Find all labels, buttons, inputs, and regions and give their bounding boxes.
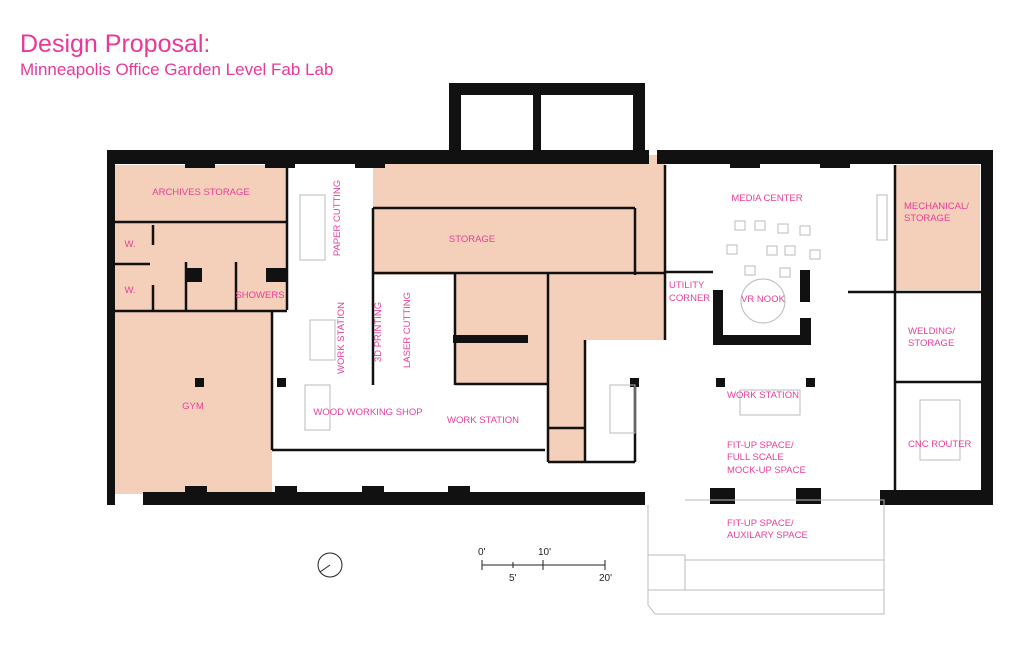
scale-label-0: 0' [478,547,486,558]
label-aux-2: AUXILARY SPACE [727,530,808,541]
label-welding-2: STORAGE [908,338,954,349]
annex-outline [299,194,961,615]
label-gym: GYM [182,401,204,412]
label-paper-cutting: PAPER CUTTING [332,180,343,256]
label-utility-corner-2: CORNER [669,293,710,304]
label-work-station-left: WORK STATION [336,302,347,374]
page-subtitle: Minneapolis Office Garden Level Fab Lab [20,60,334,79]
label-mechanical-1: MECHANICAL/ [904,201,969,212]
label-aux-1: FIT-UP SPACE/ [727,518,794,529]
label-fitup-3: MOCK-UP SPACE [727,465,806,476]
label-laser-cutting: LASER CUTTING [402,292,413,368]
label-w-1: W. [124,239,135,250]
exterior-walls [107,83,993,505]
label-3d-printing: 3D PRINTING [373,302,384,362]
label-fitup-1: FIT-UP SPACE/ [727,440,794,451]
scale-label-5: 5' [509,573,517,584]
north-arrow-icon [317,552,343,578]
label-cnc-router: CNC ROUTER [908,439,971,450]
page-title: Design Proposal: [20,30,211,58]
label-wood-working-shop: WOOD WORKING SHOP [313,407,422,418]
media-center-chairs [726,220,821,278]
scale-label-20: 20' [599,573,612,584]
label-storage: STORAGE [449,234,495,245]
label-w-2: W. [124,285,135,296]
shaded-rooms [113,155,980,494]
vr-nook-circle [740,278,786,324]
label-utility-corner-1: UTILITY [669,280,705,291]
room-labels: ARCHIVES STORAGE W. W. SHOWERS GYM PAPER… [124,180,971,541]
label-welding-1: WELDING/ [908,326,955,337]
label-archives-storage: ARCHIVES STORAGE [152,187,250,198]
label-vr-nook: VR NOOK [741,294,785,305]
label-media-center: MEDIA CENTER [731,193,802,204]
scale-label-10: 10' [538,547,551,558]
scale-bar: 0' 10' 5' 20' [478,547,612,584]
label-mechanical-2: STORAGE [904,213,950,224]
label-showers: SHOWERS [235,290,284,301]
label-work-station-right: WORK STATION [727,390,799,401]
label-work-station-mid: WORK STATION [447,415,519,426]
label-fitup-2: FULL SCALE [727,452,784,463]
